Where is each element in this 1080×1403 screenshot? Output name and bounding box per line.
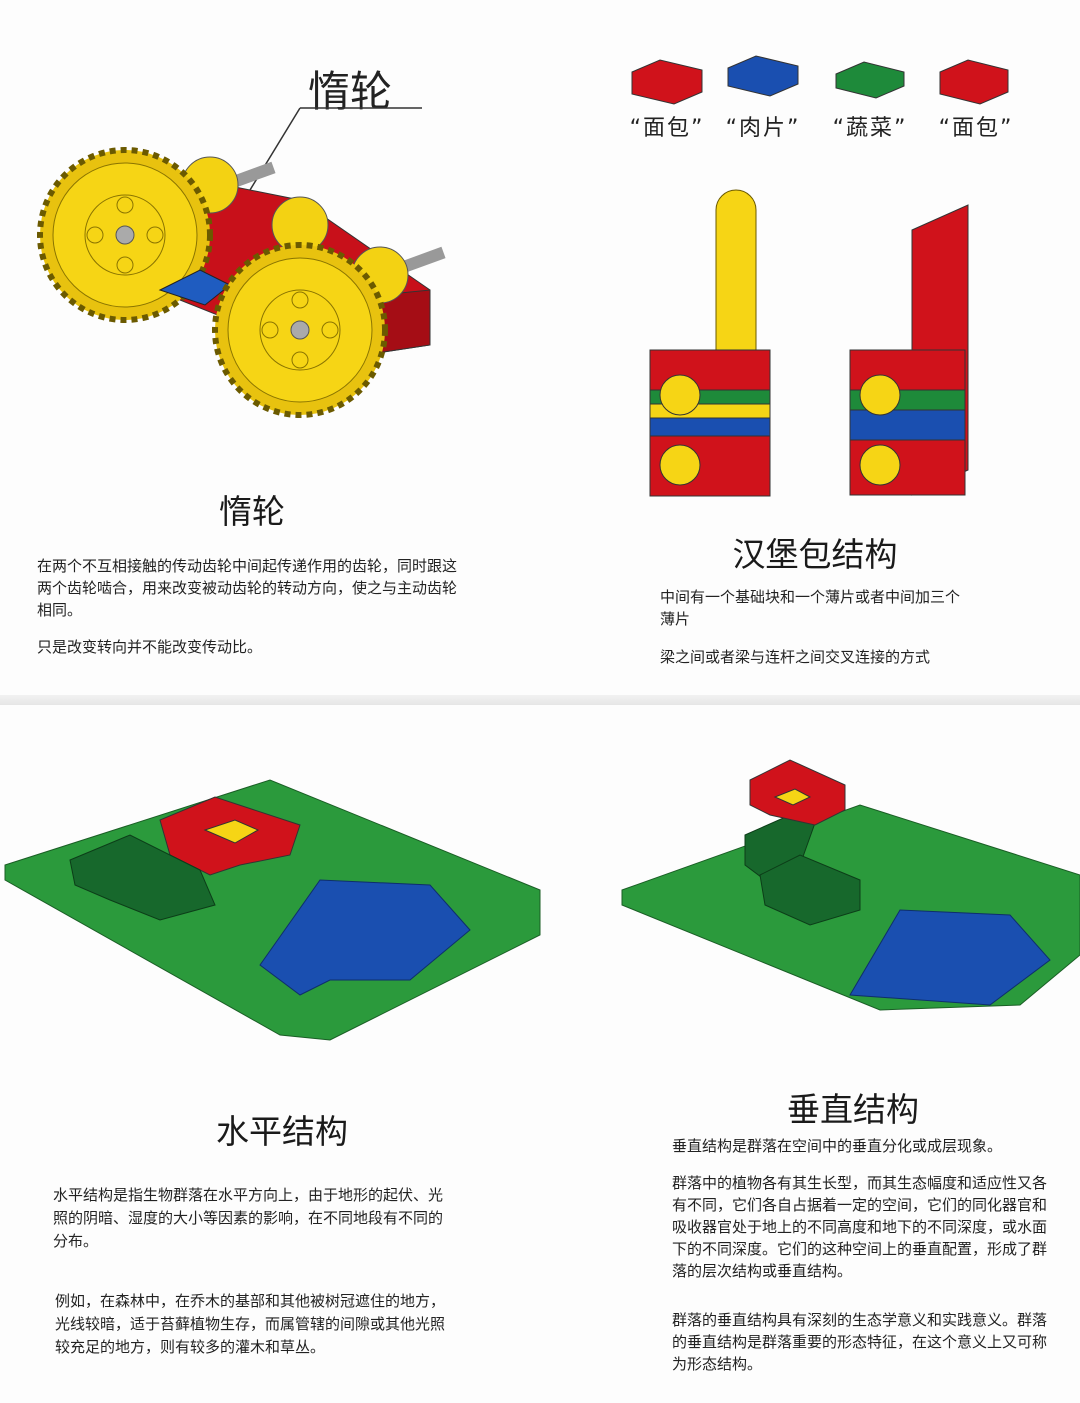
brick-label-meat: “肉片” xyxy=(725,116,801,141)
brick-bread-top xyxy=(631,59,703,105)
idler-title: 惰轮 xyxy=(219,492,285,531)
hamburger-paragraph-2: 梁之间或者梁与连杆之间交叉连接的方式 xyxy=(660,648,931,666)
idler-callout-label: 惰轮 xyxy=(308,67,393,116)
hamburger-bricks-legend xyxy=(631,55,1009,105)
vertical-structure-illustration xyxy=(621,759,1080,1011)
panel-top: 惰轮 xyxy=(0,0,1080,695)
horizontal-paragraph-1: 水平结构是指生物群落在水平方向上，由于地形的起伏、光照的阴暗、湿度的大小等因素的… xyxy=(53,1186,444,1250)
idler-paragraph-2: 只是改变转向并不能改变传动比。 xyxy=(37,638,263,656)
horizontal-title: 水平结构 xyxy=(216,1112,348,1151)
brick-meat xyxy=(727,55,799,97)
vertical-paragraph-3: 群落的垂直结构具有深刻的生态学意义和实践意义。群落的垂直结构是群落重要的形态特征… xyxy=(672,1311,1048,1373)
brick-label-vegetable: “蔬菜” xyxy=(832,116,908,141)
horizontal-paragraph-2: 例如，在森林中，在乔木的基部和其他被树冠遮住的地方，光线较暗，适于苔藓植物生存，… xyxy=(55,1292,446,1356)
hamburger-structure-illustration xyxy=(649,189,969,497)
brick-label-bread-2: “面包” xyxy=(938,116,1014,141)
idler-gear-illustration xyxy=(37,107,446,418)
brick-label-bread-1: “面包” xyxy=(629,116,705,141)
idler-paragraph-1: 在两个不互相接触的传动齿轮中间起传递作用的齿轮，同时跟这两个齿轮啮合，用来改变被… xyxy=(37,557,458,619)
gear-right xyxy=(212,242,388,418)
vertical-title: 垂直结构 xyxy=(787,1090,919,1129)
section-divider xyxy=(0,695,1080,705)
brick-bread-bottom xyxy=(939,59,1009,105)
vertical-paragraph-1: 垂直结构是群落在空间中的垂直分化或成层现象。 xyxy=(672,1137,1003,1155)
gear-left xyxy=(37,147,213,323)
hamburger-paragraph-1: 中间有一个基础块和一个薄片或者中间加三个薄片 xyxy=(660,588,961,628)
horizontal-structure-illustration xyxy=(4,779,541,1041)
brick-vegetable xyxy=(835,61,905,99)
vertical-paragraph-2: 群落中的植物各有其生长型，而其生态幅度和适应性又各有不同，它们各自占据着一定的空… xyxy=(672,1174,1048,1280)
panel-bottom: 水平结构 水平结构是指生物群落在水平方向上，由于地形的起伏、光照的阴暗、湿度的大… xyxy=(0,705,1080,1403)
hamburger-title: 汉堡包结构 xyxy=(732,535,898,574)
